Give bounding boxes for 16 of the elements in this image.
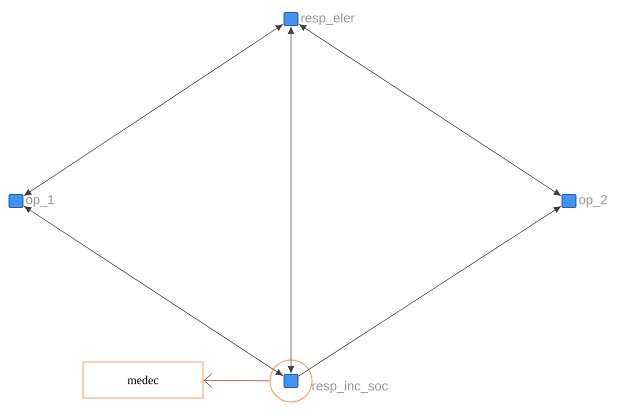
node-square — [284, 12, 298, 26]
node-label: resp_inc_soc — [312, 380, 388, 394]
node-square — [8, 194, 24, 208]
arrow — [204, 373, 270, 388]
highlight-circle — [270, 360, 312, 402]
arrow — [24, 206, 283, 376]
node-square — [562, 194, 576, 208]
arrow — [299, 24, 561, 196]
node-label: resp_eler — [301, 12, 355, 26]
arrow — [24, 24, 283, 196]
node-label: op_1 — [26, 195, 54, 207]
node-square — [284, 374, 298, 388]
node-label: op_2 — [579, 195, 607, 207]
text-box: medec — [82, 362, 204, 398]
arrow — [288, 26, 294, 374]
arrow — [298, 206, 561, 377]
